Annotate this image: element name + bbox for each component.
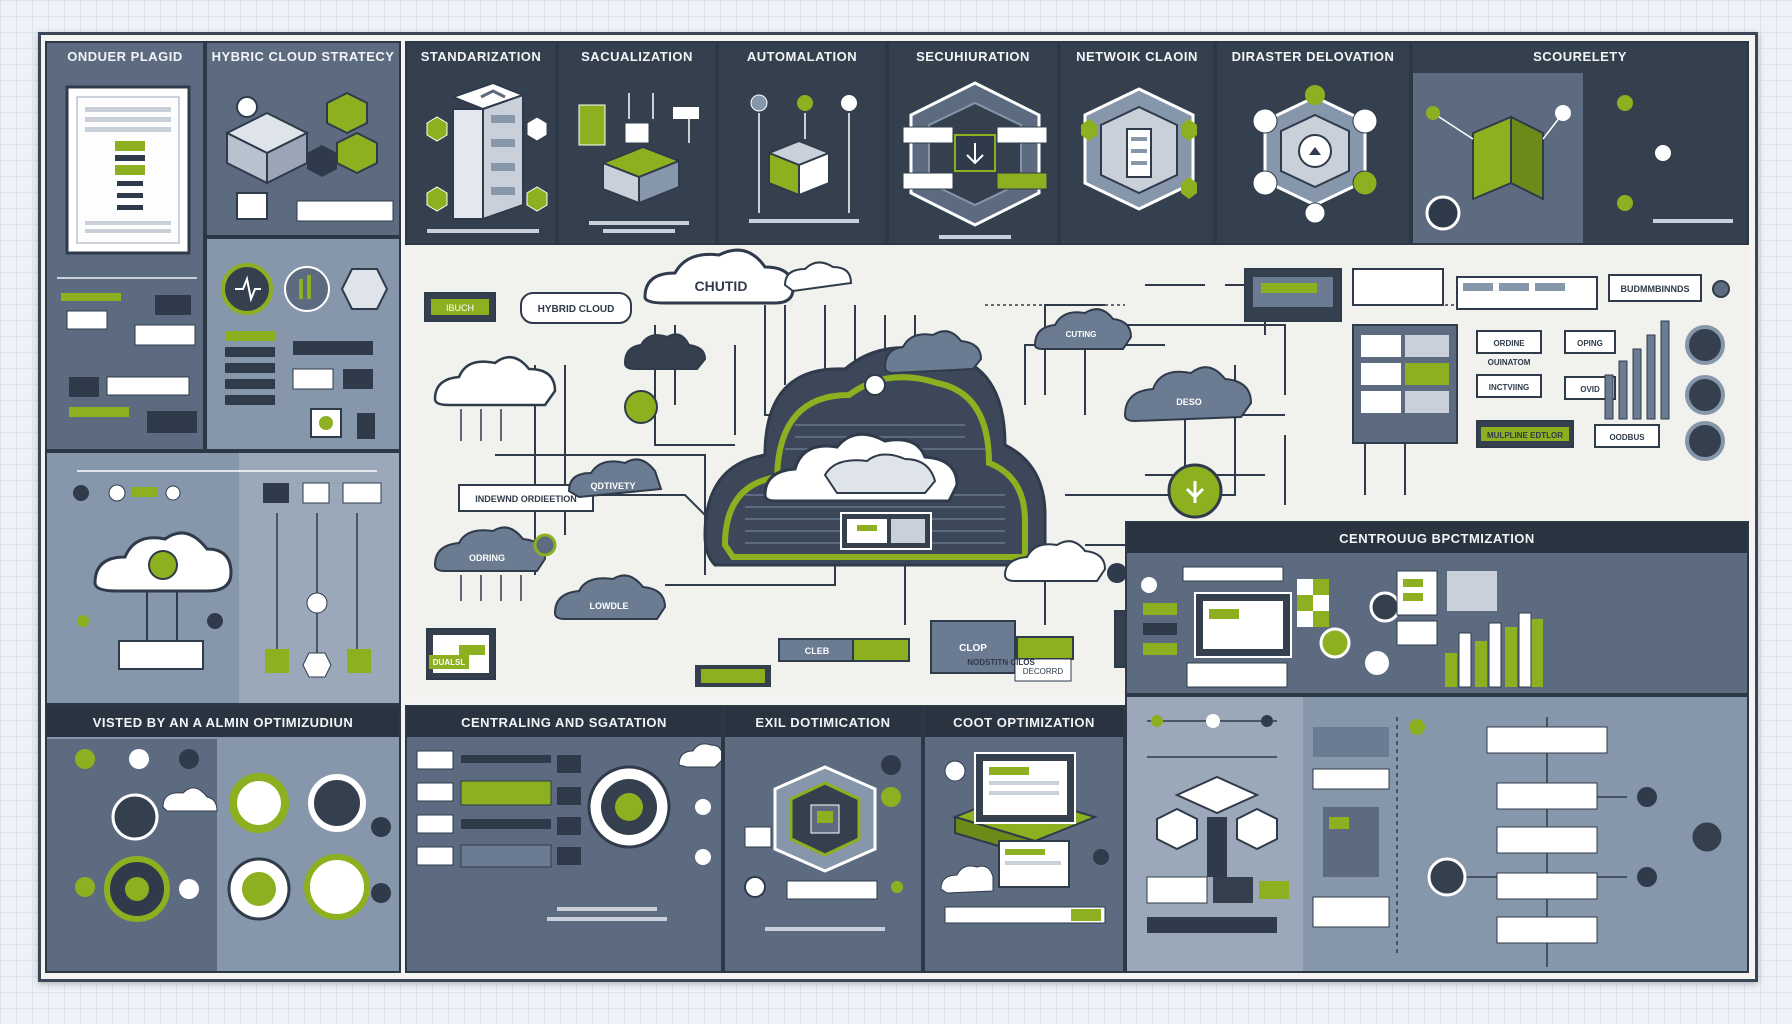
panel-title: CENTROUUG BPCTMIZATION — [1339, 531, 1535, 546]
automation-graphic — [749, 94, 859, 223]
centralization-graphic — [416, 743, 721, 921]
panel-title: AUTOMALATION — [746, 49, 858, 64]
hybrid-tools-graphic — [221, 263, 389, 439]
cuting-label: CUTING — [1066, 330, 1097, 339]
panel-onduer-plagid: ONDUER PLAGID — [45, 41, 205, 451]
qdtivety-label: QDTIVETY — [590, 481, 635, 491]
top-cloud — [643, 248, 795, 305]
panel-sacualization: SACUALIZATION — [557, 41, 717, 245]
panel-bottom-right-flow — [1125, 695, 1749, 973]
bottom-right-flow-graphic — [1127, 697, 1725, 971]
server-stack-graphic — [426, 81, 548, 233]
panel-title: STANDARIZATION — [420, 49, 542, 64]
exil-optimization-graphic — [744, 755, 903, 931]
document-graphic — [57, 85, 197, 433]
panel-hybric-cloud-strategy: HYBRIC CLOUD STRATECY — [205, 41, 401, 237]
panel-title: SCOURELETY — [1533, 49, 1627, 64]
panel-hybrid-tools — [205, 237, 401, 451]
panel-netwoik-claoin: NETWOIK CLAOIN — [1059, 41, 1215, 245]
mulpline-label: MULPLINE EDTLOR — [1487, 431, 1563, 440]
hybrid-cloud-box — [520, 292, 632, 324]
hybrid-strategy-graphic — [224, 91, 394, 222]
label-ibuch: IBUCH — [446, 303, 474, 313]
oodbus-label: OODBUS — [1609, 433, 1645, 442]
panel-exil-dotimication: EXIL DOTIMICATION — [723, 705, 923, 973]
left-cloud-diagram — [73, 453, 399, 703]
continuous-optimization-graphic — [1141, 566, 1543, 688]
panel-title: EXIL DOTIMICATION — [755, 715, 891, 730]
panel-diraster-delovation: DIRASTER DELOVATION — [1215, 41, 1411, 245]
panel-title: SECUHIURATION — [916, 49, 1030, 64]
panel-centraling-and-sgatation: CENTRALING AND SGATATION — [405, 705, 723, 973]
decorrd-label: DECORRD — [1023, 667, 1064, 676]
panel-centrouug-bpctmization: CENTROUUG BPCTMIZATION — [1125, 521, 1749, 695]
cost-optimization-graphic — [940, 752, 1109, 924]
desc-label: DESO — [1176, 397, 1202, 407]
lowdle-label: LOWDLE — [590, 601, 629, 611]
panel-coot-optimization: COOT OPTIMIZATION — [923, 705, 1125, 973]
panel-title: HYBRIC CLOUD STRATECY — [211, 49, 395, 64]
ouinatom-label: OUINATOM — [1488, 358, 1531, 367]
cloud-left — [433, 356, 557, 407]
virtualization-graphic — [578, 93, 699, 233]
panel-left-cloud-diagram — [45, 451, 401, 705]
security-graphic — [1413, 73, 1733, 243]
panel-title: COOT OPTIMIZATION — [953, 715, 1095, 730]
dualsl-label: DUALSL — [433, 658, 466, 667]
panel-title: VISTED BY AN A ALMIN OPTIMIZUDIUN — [92, 715, 354, 730]
panel-secuhiuration: SECUHIURATION — [887, 41, 1059, 245]
ovid-label: OVID — [1580, 385, 1600, 394]
oping-label: OPING — [1577, 339, 1603, 348]
network-graphic — [1081, 87, 1197, 211]
infoline-label: INDEWND ORDIEETION — [475, 494, 577, 504]
infographic-frame: ONDUER PLAGID HYBRIC CLOUD STRATECY — [38, 32, 1758, 982]
hybrid-cloud-label: HYBRID CLOUD — [538, 304, 615, 315]
disaster-recovery-graphic — [1252, 85, 1378, 224]
inctviing-label: INCTVIING — [1489, 383, 1529, 392]
panel-title: ONDUER PLAGID — [67, 49, 183, 64]
panel-title: SACUALIZATION — [581, 49, 693, 64]
cleb-label: CLEB — [805, 646, 830, 656]
panel-title: CENTRALING AND SGATATION — [461, 715, 667, 730]
panel-title: DIRASTER DELOVATION — [1231, 49, 1395, 64]
odring-label: ODRING — [469, 553, 505, 563]
security-hexagon — [902, 81, 1048, 239]
panel-scourelety: SCOURELETY — [1411, 41, 1749, 245]
panel-standarization: STANDARIZATION — [405, 41, 557, 245]
optimization-rings — [47, 739, 391, 971]
panel-automalation: AUTOMALATION — [717, 41, 887, 245]
top-cloud-label: CHUTID — [695, 278, 748, 294]
nodstitn-label: NODSTITN CILOS — [967, 658, 1035, 667]
panel-title: NETWOIK CLAOIN — [1076, 49, 1198, 64]
budmmbinnds-label: BUDMMBINNDS — [1621, 284, 1690, 294]
ordine-label: ORDINE — [1493, 339, 1525, 348]
infoline-box — [458, 484, 594, 512]
clop-label: CLOP — [959, 643, 987, 654]
panel-visted-optimization: VISTED BY AN A ALMIN OPTIMIZUDIUN — [45, 705, 401, 973]
